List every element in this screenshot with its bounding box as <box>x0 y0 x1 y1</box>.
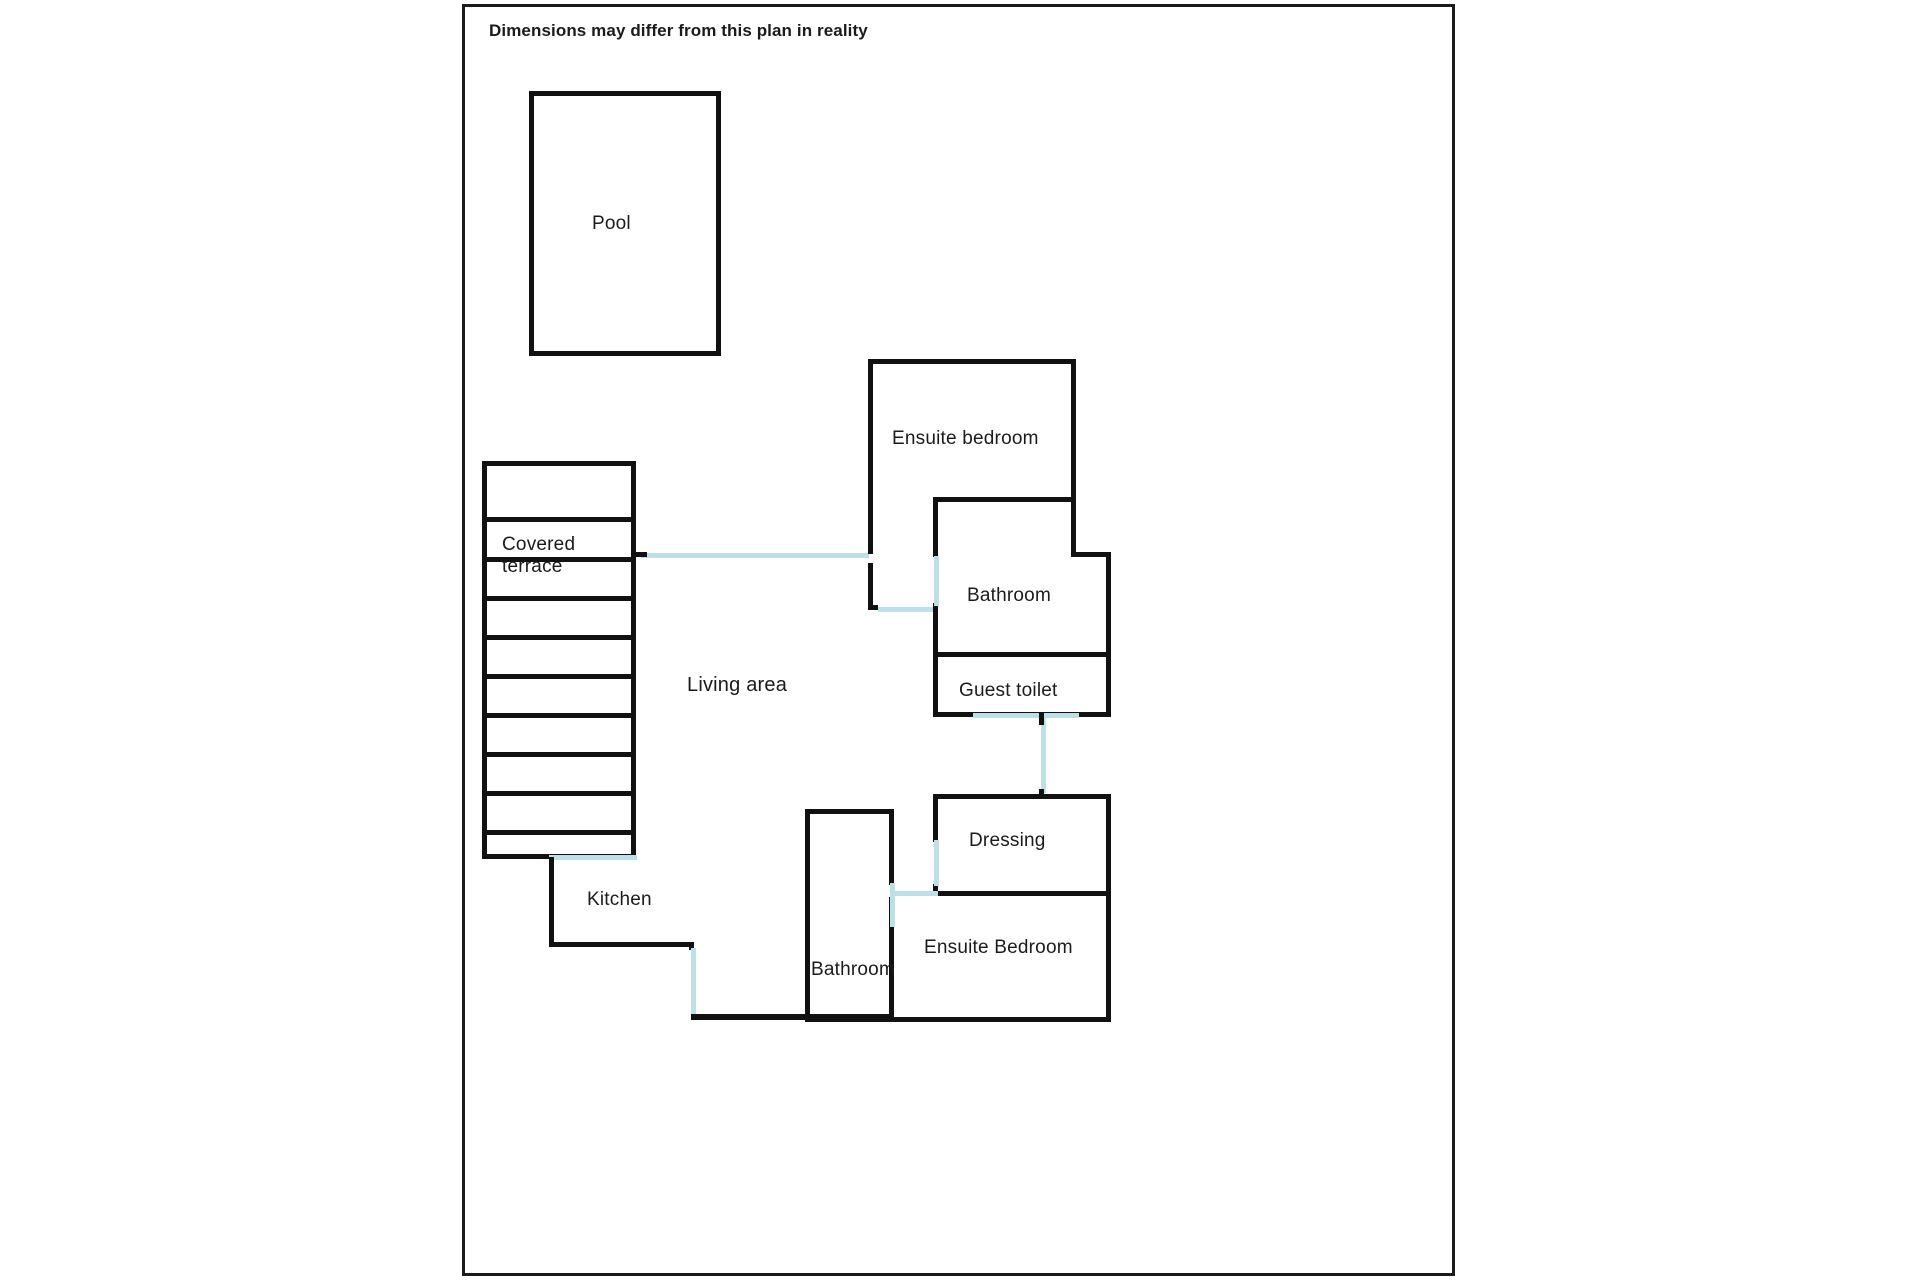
wall-bath-upper-step <box>1071 552 1111 557</box>
wall-bath-upper-left-b <box>933 603 938 713</box>
room-label-pool: Pool <box>592 213 631 234</box>
room-label-covered-terrace-line2: terrace <box>502 556 563 577</box>
terrace-band-divider <box>482 674 636 679</box>
room-label-bathroom-upper: Bathroom <box>967 585 1051 606</box>
wall-dwelling-south-outer <box>691 1014 891 1020</box>
terrace-band-divider <box>482 635 636 640</box>
wall-bath-lower-top <box>805 809 893 814</box>
door-corridor-to-dressing <box>1041 715 1046 793</box>
room-pool <box>529 91 721 356</box>
door-bath-upper-west <box>934 556 939 606</box>
room-label-ensuite-bedroom-lower: Ensuite Bedroom <box>924 937 1073 958</box>
wall-bath-lower-right-a <box>889 809 894 885</box>
wall-ensuite-lower-left <box>889 897 894 1019</box>
room-label-bathroom-lower: Bathroom <box>811 959 895 980</box>
room-label-dressing: Dressing <box>969 830 1046 851</box>
terrace-band-divider <box>482 791 636 796</box>
wall-ensuite-upper-bottom <box>868 605 878 610</box>
wall-nib-terrace-door <box>633 552 647 557</box>
door-guest-toilet-south <box>973 713 1079 718</box>
door-dressing-to-corridor <box>890 891 938 896</box>
terrace-band-divider <box>482 517 636 522</box>
wall-bath-lower-left <box>805 809 810 1017</box>
wall-ensuite-lower-right <box>1106 891 1111 1021</box>
kitchen-wall-left <box>549 857 554 947</box>
wall-dressing-left-a <box>933 794 938 842</box>
kitchen-wall-bottom <box>549 942 694 947</box>
terrace-band-divider <box>482 557 636 562</box>
room-label-covered-terrace-line1: Covered <box>502 534 576 555</box>
wall-dressing-right <box>1106 794 1111 894</box>
room-label-guest-toilet: Guest toilet <box>959 680 1058 701</box>
wall-ensuite-upper-top <box>868 359 1076 364</box>
kitchen-wall-step-right <box>689 942 694 950</box>
wall-dressing-top <box>933 794 1111 799</box>
door-bath-lower-east <box>890 883 895 927</box>
wall-bath-upper-right-upper <box>1071 497 1076 554</box>
wall-bath-upper-right-lower <box>1106 552 1111 714</box>
wall-ensuite-upper-left <box>868 359 873 554</box>
wall-bath-upper-left-a <box>933 497 938 557</box>
wall-dressing-bottom <box>933 891 1111 896</box>
wall-ensuite-upper-right <box>1071 359 1076 500</box>
door-living-to-ensuite-upper <box>878 607 936 612</box>
room-label-kitchen: Kitchen <box>587 889 652 910</box>
wall-bath-upper-top <box>933 497 1076 502</box>
wall-bath-upper-bottom <box>933 652 1111 657</box>
door-terrace-to-kitchen <box>549 855 637 860</box>
wall-dressing-left-b <box>933 884 938 894</box>
plan-disclaimer-note: Dimensions may differ from this plan in … <box>489 21 868 40</box>
terrace-band-divider <box>482 596 636 601</box>
terrace-band-divider <box>482 713 636 718</box>
terrace-band-divider <box>482 752 636 757</box>
door-terrace-to-living <box>641 553 869 558</box>
plan-border-frame: Dimensions may differ from this plan in … <box>462 4 1455 1276</box>
wall-ensuite-upper-left-lower <box>868 563 873 610</box>
wall-corridor-nib-top <box>1039 713 1044 725</box>
door-dressing-west <box>934 840 939 886</box>
terrace-band-divider <box>482 830 636 835</box>
room-label-ensuite-bedroom-upper: Ensuite bedroom <box>892 428 1039 449</box>
wall-ensuite-lower-bottom <box>889 1017 1111 1022</box>
door-kitchen-to-south <box>691 948 696 1016</box>
room-label-living-area: Living area <box>687 674 788 696</box>
